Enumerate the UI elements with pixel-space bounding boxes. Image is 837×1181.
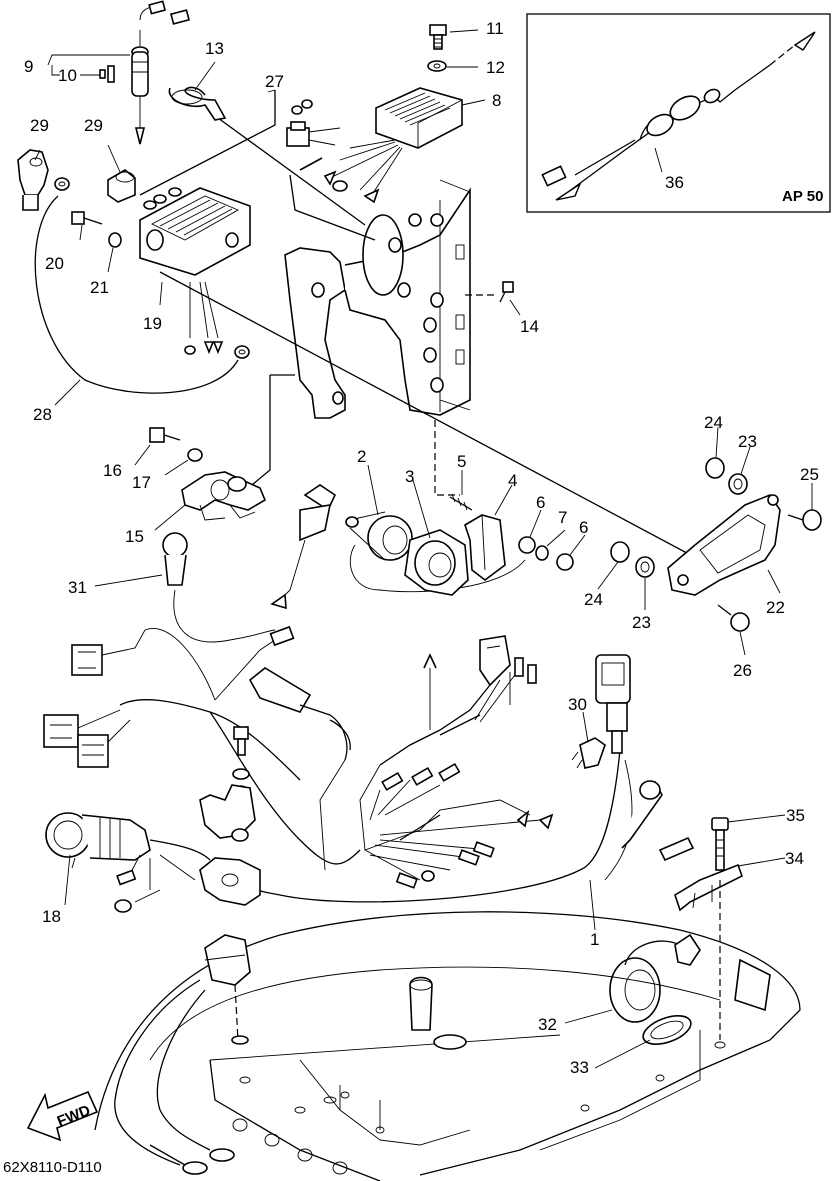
part-21-washer (108, 232, 122, 248)
callout-10: 10 (58, 66, 77, 85)
callout-19: 19 (143, 314, 162, 333)
callout-leaders (34, 29, 813, 1069)
callout-36: 36 (665, 173, 684, 192)
wiring-harness (43, 625, 695, 903)
part-2-trigger-coil (345, 511, 526, 593)
inset-label: AP 50 (782, 188, 823, 205)
part-7-washer (535, 545, 549, 561)
stop-switch-connector (595, 654, 631, 754)
part-6-nut-a (518, 536, 536, 554)
callout-labels: 1 2 3 4 5 6 6 7 8 9 10 11 12 13 14 15 16… (24, 19, 819, 1077)
callout-6b: 6 (579, 518, 588, 537)
part-4-bracket (464, 514, 506, 582)
part-34-clamp (674, 863, 743, 1040)
callout-24a: 24 (704, 413, 723, 432)
part-28-ground-lead (34, 195, 250, 394)
part-29-cap-left (17, 149, 49, 211)
callout-6a: 6 (536, 493, 545, 512)
callout-4: 4 (508, 471, 517, 490)
callout-29a: 29 (30, 116, 49, 135)
part-25-bolt (787, 509, 822, 531)
callout-32: 32 (538, 1015, 557, 1034)
part-10-fuse (99, 65, 115, 83)
callout-29b: 29 (84, 116, 103, 135)
drawing-code: 62X8110-D110 (3, 1159, 102, 1176)
plug-cap-lead (270, 484, 337, 610)
callout-28: 28 (33, 405, 52, 424)
part-13-clamp (168, 86, 227, 121)
part-19-cdi-unit (139, 187, 251, 355)
mounting-bracket (284, 179, 471, 419)
part-8-rectifier (323, 87, 463, 204)
callout-23b: 23 (632, 613, 651, 632)
callout-3: 3 (405, 467, 414, 486)
part-18-main-switch (45, 812, 211, 913)
ring-terminal-29 (54, 177, 70, 191)
callout-23a: 23 (738, 432, 757, 451)
part-23-collar-top (728, 473, 748, 495)
callout-34: 34 (785, 849, 804, 868)
callout-18: 18 (42, 907, 61, 926)
inset-detail-box (526, 13, 831, 213)
part-3-coil (404, 529, 469, 596)
part-16-bolt (149, 427, 181, 443)
part-31-cap (162, 532, 276, 643)
battery-cables (114, 979, 235, 1175)
callout-21: 21 (90, 278, 109, 297)
fwd-arrow-icon: FWD (26, 1090, 99, 1142)
part-11-bolt (429, 24, 447, 50)
part-26-bolt (717, 604, 750, 632)
callout-20: 20 (45, 254, 64, 273)
callout-9: 9 (24, 57, 33, 76)
part-22-bracket (667, 494, 781, 596)
center-bracket-parts (199, 726, 261, 906)
part-12-washer (427, 60, 447, 72)
callout-22: 22 (766, 598, 785, 617)
callout-17: 17 (132, 473, 151, 492)
callout-7: 7 (558, 508, 567, 527)
callout-14: 14 (520, 317, 539, 336)
callout-27: 27 (265, 72, 284, 91)
callout-16: 16 (103, 461, 122, 480)
part-30-clip (571, 737, 606, 769)
callout-1: 1 (590, 930, 599, 949)
part-14-screw (499, 281, 514, 303)
part-17-washer (187, 448, 203, 462)
part-9-fuse-holder (131, 0, 191, 145)
callout-12: 12 (486, 58, 505, 77)
leader-lines (139, 90, 701, 561)
callout-24b: 24 (584, 590, 603, 609)
callout-8: 8 (492, 91, 501, 110)
part-32-grommet (609, 933, 701, 1023)
callout-2: 2 (357, 447, 366, 466)
part-24-grommet-top (705, 457, 725, 479)
part-6-nut-b (556, 553, 574, 571)
callout-15: 15 (125, 527, 144, 546)
callout-13: 13 (205, 39, 224, 58)
callout-35: 35 (786, 806, 805, 825)
callout-26: 26 (733, 661, 752, 680)
part-23-collar-bottom (635, 556, 655, 578)
callout-25: 25 (800, 465, 819, 484)
part-35-screw (711, 817, 729, 871)
part-27-connector (286, 99, 341, 171)
callout-5: 5 (457, 452, 466, 471)
part-15-bracket (181, 471, 267, 521)
callout-33: 33 (570, 1058, 589, 1077)
part-24-grommet-bottom (610, 541, 630, 563)
part-5-screw (449, 493, 473, 511)
part-29-cap-right (107, 169, 136, 203)
callout-31: 31 (68, 578, 87, 597)
part-20-screw (71, 211, 103, 225)
part-33-ring (642, 1015, 692, 1045)
bottom-cowling (94, 911, 801, 1181)
callout-30: 30 (568, 695, 587, 714)
callout-11: 11 (486, 19, 504, 38)
